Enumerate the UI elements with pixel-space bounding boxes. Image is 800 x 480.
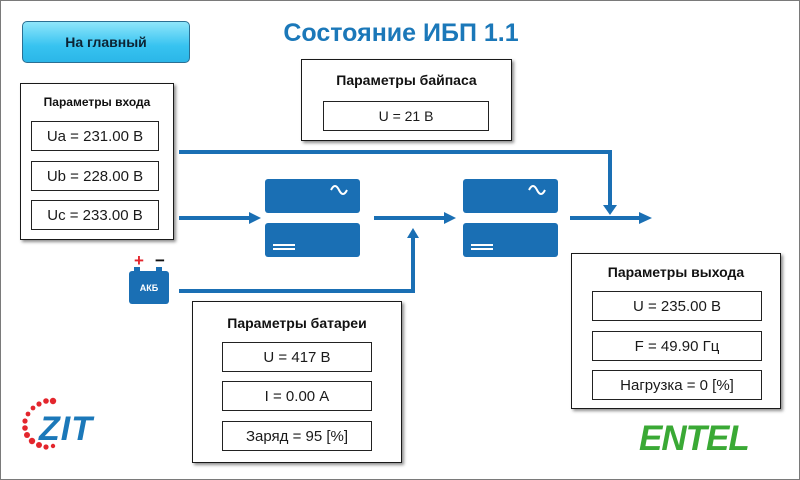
output-voltage-field: U = 235.00 В [592,291,762,321]
battery-voltage-field: U = 417 В [222,342,372,372]
zit-logo: ZIT [19,395,131,459]
input-uc-field: Uc = 233.00 В [31,200,159,230]
battery-current-field: I = 0.00 А [222,381,372,411]
output-arrow-icon [639,212,652,224]
zit-dots-icon [22,397,57,450]
input-arrow-icon [249,212,261,224]
battery-line [179,236,415,293]
battery-minus-sign: − [155,251,165,270]
battery-icon: + − АКБ [129,251,173,306]
battery-charge-field: Заряд = 95 [%] [222,421,372,451]
entel-logo: ENTEL [639,419,750,458]
output-frequency-field: F = 49.90 Гц [592,331,762,361]
sine-wave-icon [528,185,546,195]
bypass-voltage-field: U = 21 В [323,101,489,131]
sine-wave-icon [330,185,348,195]
input-ua-field: Ua = 231.00 В [31,121,159,151]
inverter-arrow-icon [444,212,456,224]
output-load-field: Нагрузка = 0 [%] [592,370,762,400]
battery-label: АКБ [129,271,169,304]
home-button[interactable]: На главный [22,21,190,63]
zit-logo-text: ZIT [39,410,93,448]
output-panel: Параметры выхода U = 235.00 В F = 49.90 … [571,253,781,409]
output-panel-title: Параметры выхода [607,264,745,280]
bypass-panel-title: Параметры байпаса [336,72,477,88]
input-ub-field: Ub = 228.00 В [31,161,159,191]
input-panel-title: Параметры входа [43,95,151,109]
rectifier-top-block [265,179,360,213]
dc-bars-icon [273,244,295,250]
bypass-panel: Параметры байпаса U = 21 В [301,59,512,141]
bypass-arrow-icon [603,205,617,215]
rectifier-bottom-block [265,223,360,257]
bypass-line [179,150,612,206]
dc-bars-icon [471,244,493,250]
inverter-bottom-block [463,223,558,257]
battery-arrow-icon [407,228,419,238]
battery-panel: Параметры батареи U = 417 В I = 0.00 А З… [192,301,402,463]
page-title: Состояние ИБП 1.1 [283,19,519,47]
battery-plus-sign: + [134,251,144,270]
inverter-top-block [463,179,558,213]
input-panel: Параметры входа Ua = 231.00 В Ub = 228.0… [20,83,174,240]
battery-panel-title: Параметры батареи [227,315,367,331]
